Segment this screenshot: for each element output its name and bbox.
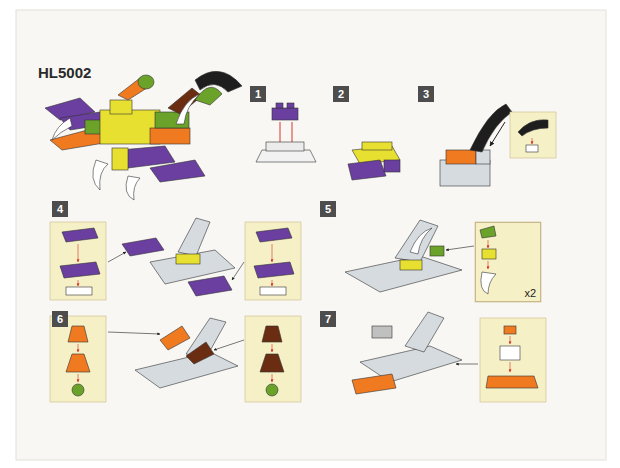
step-6-model — [50, 316, 301, 402]
sheet — [16, 10, 606, 460]
step-number-box: 2 — [333, 86, 349, 102]
step-4-model — [50, 218, 301, 300]
parts-callout-panel: x2 — [475, 222, 541, 302]
step-number-box: 1 — [250, 86, 266, 102]
model-code-title: HL5002 — [38, 64, 91, 81]
step-1-model — [256, 103, 316, 162]
step-2-model — [348, 142, 400, 180]
step-number: 1 — [255, 88, 261, 100]
full-model — [45, 71, 242, 200]
step-number: 2 — [338, 88, 344, 100]
step-number: 5 — [325, 203, 331, 215]
step-number: 4 — [57, 203, 63, 215]
step-3-model — [440, 104, 556, 186]
step-7-model — [352, 312, 546, 402]
step-number-box: 7 — [320, 311, 336, 327]
step-number-box: 6 — [52, 311, 68, 327]
quantity-label: x2 — [524, 287, 536, 299]
step-5-model — [345, 220, 541, 302]
step-number-box: 5 — [320, 201, 336, 217]
step-number: 6 — [57, 313, 63, 325]
step-number: 3 — [423, 88, 429, 100]
step-number-box: 4 — [52, 201, 68, 217]
step-number: 7 — [325, 313, 331, 325]
step-number-box: 3 — [418, 86, 434, 102]
